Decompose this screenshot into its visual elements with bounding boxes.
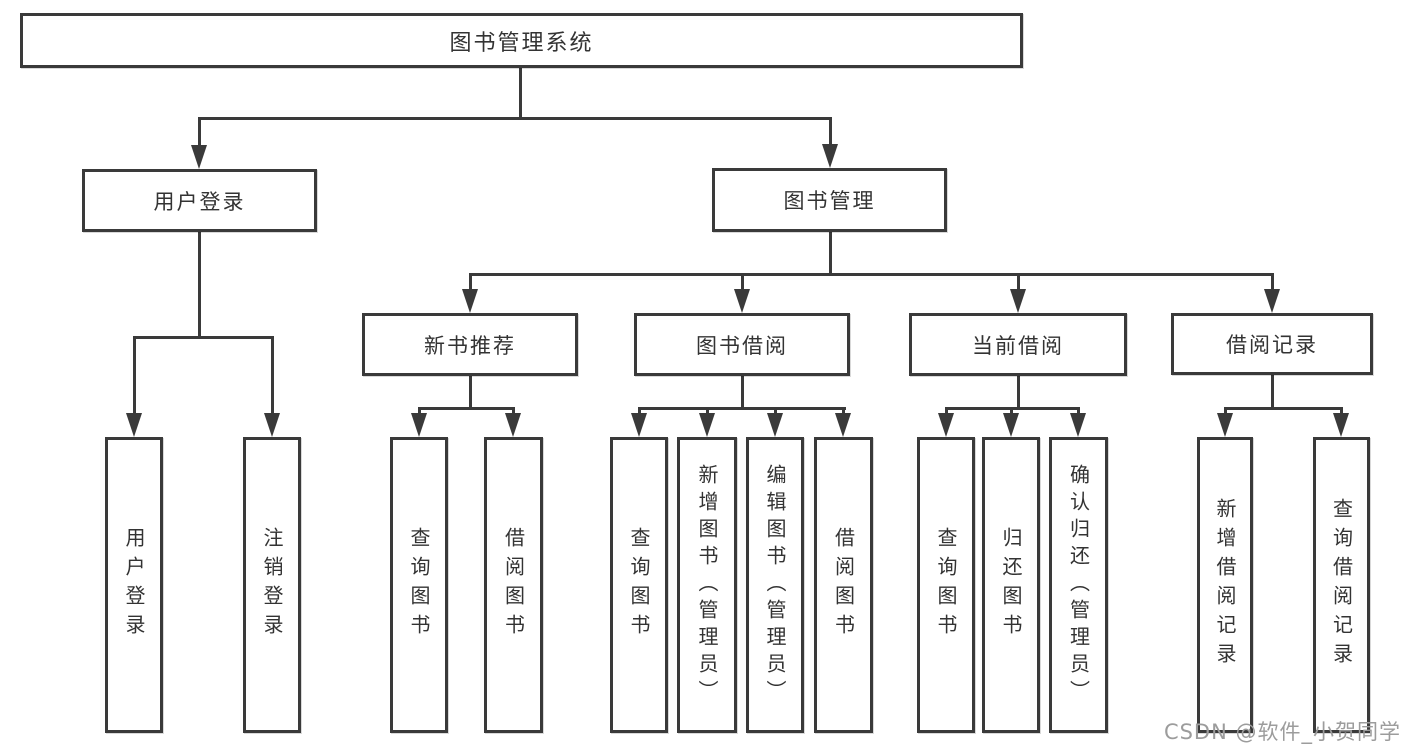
leaf-label: 注销登录	[260, 527, 284, 643]
leaf-return-books: 归还图书	[982, 437, 1040, 733]
connector-line	[1017, 375, 1020, 409]
connector-line	[133, 336, 136, 414]
arrow-down-icon	[191, 145, 207, 169]
connector-line	[512, 407, 515, 417]
connector-line	[198, 117, 832, 120]
connector-line	[133, 336, 274, 339]
leaf-query-books-borrow: 查询图书	[610, 437, 668, 733]
connector-line	[418, 407, 515, 410]
arrow-down-icon	[126, 413, 142, 437]
leaf-label: 借阅图书	[501, 527, 526, 643]
leaf-borrow-books: 借阅图书	[814, 437, 873, 733]
arrow-down-icon	[462, 289, 478, 313]
connector-line	[741, 375, 744, 409]
connector-line	[1340, 407, 1343, 417]
node-new-book-recommend: 新书推荐	[362, 313, 578, 376]
leaf-borrow-books-recommend: 借阅图书	[484, 437, 543, 733]
arrow-down-icon	[734, 289, 750, 313]
connector-line	[1010, 407, 1013, 417]
connector-line	[1077, 407, 1080, 417]
leaf-query-books-recommend: 查询图书	[390, 437, 448, 733]
arrow-down-icon	[1264, 289, 1280, 313]
arrow-down-icon	[1217, 413, 1233, 437]
connector-line	[418, 407, 421, 417]
leaf-user-login: 用户登录	[105, 437, 163, 733]
connector-line	[829, 231, 832, 275]
leaf-confirm-return-admin: 确认归还（管理员）	[1049, 437, 1108, 733]
connector-line	[945, 407, 948, 417]
connector-line	[1271, 273, 1274, 292]
leaf-label: 编辑图书（管理员）	[763, 463, 787, 707]
leaf-label: 新增图书（管理员）	[695, 463, 719, 707]
connector-line	[469, 273, 472, 292]
arrow-down-icon	[264, 413, 280, 437]
leaf-label: 新增借阅记录	[1213, 498, 1237, 672]
leaf-label: 查询图书	[407, 527, 431, 643]
arrow-down-icon	[1003, 413, 1019, 437]
node-book-management: 图书管理	[712, 168, 947, 232]
arrow-down-icon	[822, 144, 838, 168]
node-user-login: 用户登录	[82, 169, 317, 232]
arrow-down-icon	[411, 413, 427, 437]
arrow-down-icon	[1010, 289, 1026, 313]
connector-line	[1224, 407, 1227, 417]
connector-line	[842, 407, 845, 417]
connector-line	[469, 273, 1274, 276]
leaf-label: 用户登录	[122, 527, 146, 643]
node-current-borrow: 当前借阅	[909, 313, 1127, 376]
watermark: CSDN @软件_小贺同学	[1163, 720, 1401, 744]
connector-line	[519, 68, 522, 118]
arrow-down-icon	[1333, 413, 1349, 437]
connector-line	[1224, 407, 1343, 410]
arrow-down-icon	[835, 413, 851, 437]
connector-line	[271, 336, 274, 414]
connector-line	[638, 407, 846, 410]
node-book-borrow: 图书借阅	[634, 313, 850, 376]
connector-line	[706, 407, 709, 417]
connector-line	[1271, 375, 1274, 409]
leaf-label: 查询图书	[627, 527, 651, 643]
leaf-add-book-admin: 新增图书（管理员）	[677, 437, 737, 733]
arrow-down-icon	[631, 413, 647, 437]
arrow-down-icon	[505, 413, 521, 437]
leaf-label: 确认归还（管理员）	[1066, 463, 1091, 707]
leaf-label: 归还图书	[999, 527, 1023, 643]
leaf-label: 借阅图书	[831, 527, 856, 643]
arrow-down-icon	[767, 413, 783, 437]
node-borrow-records: 借阅记录	[1171, 313, 1373, 375]
leaf-logout: 注销登录	[243, 437, 301, 733]
node-root: 图书管理系统	[20, 13, 1023, 68]
leaf-query-books-current: 查询图书	[917, 437, 975, 733]
leaf-label: 查询图书	[934, 527, 958, 643]
leaf-edit-book-admin: 编辑图书（管理员）	[746, 437, 804, 733]
arrow-down-icon	[938, 413, 954, 437]
leaf-query-borrow-record: 查询借阅记录	[1313, 437, 1370, 733]
arrow-down-icon	[699, 413, 715, 437]
connector-line	[638, 407, 641, 417]
connector-line	[469, 375, 472, 409]
connector-line	[829, 117, 832, 147]
arrow-down-icon	[1070, 413, 1086, 437]
connector-line	[198, 117, 201, 147]
connector-line	[198, 231, 201, 338]
leaf-label: 查询借阅记录	[1329, 498, 1354, 672]
connector-line	[774, 407, 777, 417]
connector-line	[741, 273, 744, 292]
connector-line	[1017, 273, 1020, 292]
leaf-add-borrow-record: 新增借阅记录	[1197, 437, 1253, 733]
